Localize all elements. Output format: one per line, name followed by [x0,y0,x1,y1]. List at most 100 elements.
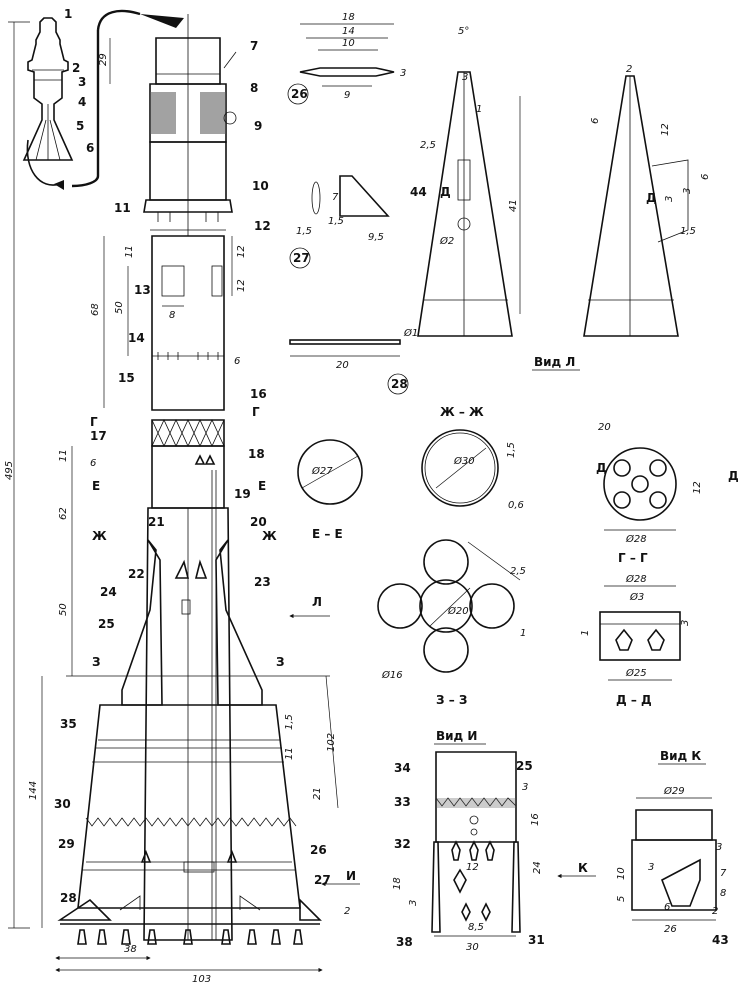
svg-text:1,5: 1,5 [296,226,312,237]
callout-33: 33 [394,795,411,809]
fairing-side-view: 2 6 12 6 3 3 1,5 Д [583,64,711,337]
callout-19: 19 [234,487,251,501]
section-gg: 20 12 Ø28 Г – Г Д Д [596,422,739,565]
svg-text:12: 12 [692,481,703,494]
svg-text:3: 3 [522,782,528,793]
svg-text:6: 6 [234,356,240,367]
svg-text:Ж: Ж [262,529,277,543]
callout-31: 31 [528,933,545,947]
callout-6: 6 [86,141,94,155]
svg-text:5: 5 [616,896,627,902]
section-dd: Ø28 Ø3 3 1 Ø25 Д – Д [580,573,691,707]
svg-text:11: 11 [58,449,69,462]
svg-text:Ø25: Ø25 [625,667,647,679]
svg-text:26: 26 [291,87,308,101]
svg-text:12: 12 [236,279,247,292]
svg-text:30: 30 [466,942,479,953]
view-i: Вид И 3 16 12 24 18 3 8,5 30 34 25 33 32… [392,729,545,953]
section-ee: Ø27 Е – Е [297,439,363,541]
part-27-drawing: 7 1,5 1,5 9,5 27 [289,175,390,269]
svg-text:И: И [346,869,356,883]
callout-38: 38 [396,935,413,949]
svg-text:Ø3: Ø3 [629,591,644,603]
callout-27: 27 [314,873,331,887]
svg-text:38: 38 [124,944,137,955]
callout-3: 3 [78,75,86,89]
callout-10: 10 [252,179,269,193]
callout-16: 16 [250,387,267,401]
svg-text:З: З [276,655,285,669]
svg-text:Ø28: Ø28 [625,573,647,585]
callout-43: 44 [410,185,427,199]
svg-text:103: 103 [192,974,211,983]
svg-text:Ø30: Ø30 [453,455,475,467]
svg-text:1: 1 [520,628,526,639]
callout-1: 1 [64,7,72,21]
callout-28: 28 [60,891,77,905]
svg-text:3: 3 [664,196,675,202]
svg-text:10: 10 [342,38,355,49]
svg-text:1: 1 [476,104,482,115]
svg-text:6: 6 [590,118,601,124]
callout-5: 5 [76,119,84,133]
svg-text:2,5: 2,5 [420,140,436,151]
svg-text:8: 8 [169,310,175,321]
svg-text:Г: Г [252,405,260,419]
svg-text:Д: Д [728,469,739,483]
svg-text:12: 12 [236,245,247,258]
svg-text:20: 20 [598,422,611,433]
svg-text:3: 3 [648,862,654,873]
callout-12: 12 [254,219,271,233]
svg-text:10: 10 [616,867,627,880]
upper-stage-detail [22,9,184,190]
svg-text:62: 62 [58,507,69,520]
callout-25: 25 [98,617,115,631]
svg-text:Е: Е [258,479,266,493]
main-rocket [57,14,322,945]
svg-text:11: 11 [124,245,135,258]
svg-text:Е – Е: Е – Е [312,527,343,541]
svg-text:6: 6 [664,902,670,913]
svg-text:К: К [578,861,588,875]
svg-text:28: 28 [391,377,408,391]
callout-30: 30 [54,797,71,811]
section-zz: Ø20 2,5 Ø16 1 З – З [377,539,526,707]
svg-text:2: 2 [712,906,718,917]
svg-text:144: 144 [28,781,39,800]
svg-text:Е: Е [92,479,100,493]
svg-text:2,5: 2,5 [510,566,526,577]
callout-9: 9 [254,119,262,133]
callout-18: 18 [248,447,265,461]
svg-text:Ø1: Ø1 [403,327,418,339]
callout-26: 26 [310,843,327,857]
svg-text:2: 2 [344,906,350,917]
callout-22: 22 [128,567,145,581]
callout-41: 43 [712,933,729,947]
svg-text:7: 7 [720,868,727,879]
svg-text:Д: Д [646,191,657,205]
svg-text:Г – Г: Г – Г [618,551,648,565]
svg-text:1,5: 1,5 [680,226,696,237]
svg-text:12: 12 [466,862,479,873]
svg-text:Ø20: Ø20 [447,605,469,617]
svg-text:18: 18 [342,12,355,23]
svg-text:Ж: Ж [92,529,107,543]
svg-text:Ø16: Ø16 [381,669,403,681]
svg-text:1: 1 [580,630,591,636]
svg-text:1,5: 1,5 [284,714,295,730]
svg-text:Ø29: Ø29 [663,785,685,797]
svg-text:0,6: 0,6 [508,500,524,511]
svg-text:Вид И: Вид И [436,729,477,743]
part-28-drawing: 20 Ø1 28 [289,327,418,395]
section-zhzh: Ø30 1,5 0,6 Ж – Ж [421,405,524,511]
svg-text:Ø27: Ø27 [311,465,333,477]
svg-text:Ж – Ж: Ж – Ж [440,405,484,419]
callout-7: 7 [250,39,258,53]
svg-text:18: 18 [392,877,403,890]
svg-text:9,5: 9,5 [368,232,384,243]
svg-text:5°: 5° [458,26,469,37]
svg-text:3: 3 [408,900,419,906]
svg-text:8,5: 8,5 [468,922,484,933]
callout-34: 34 [394,761,411,775]
